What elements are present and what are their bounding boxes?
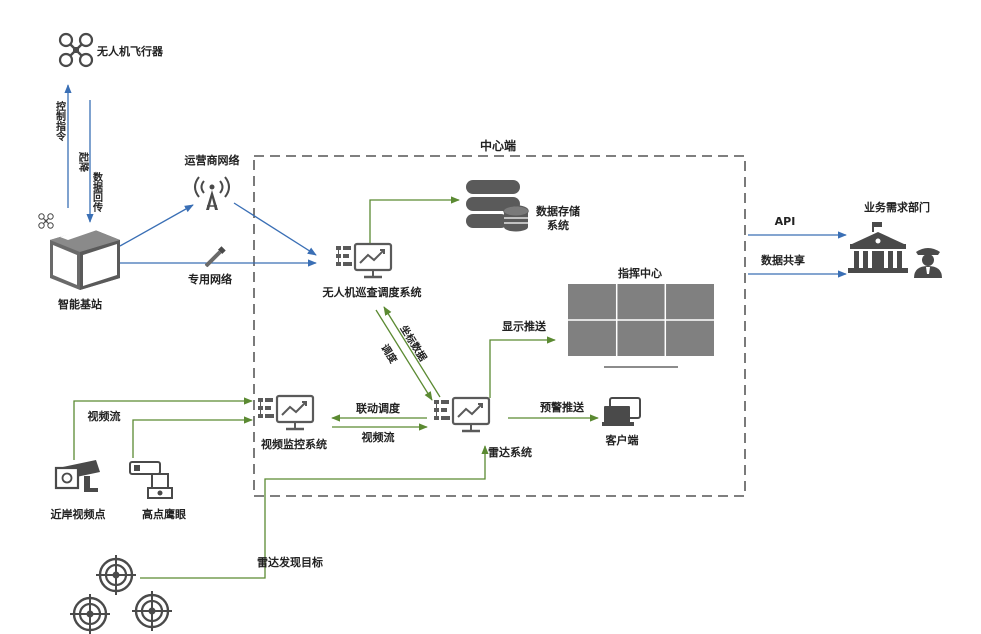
radar-system-label: 雷达系统: [488, 445, 532, 459]
drone-icon: [58, 32, 94, 68]
dispatch-to-storage-arrow: [369, 196, 460, 244]
system-monitor-icon: [256, 394, 315, 431]
video-stream-left-label: 视频流: [88, 409, 121, 423]
takeoff-land-label: 起降: [77, 151, 90, 173]
laptop-icon: [602, 397, 641, 426]
radar-icon: [94, 553, 138, 597]
dispatch-arrow: [375, 309, 433, 401]
center-label: 中心端: [480, 138, 516, 153]
radar-icon: [68, 592, 112, 634]
camera-icon: [54, 460, 100, 492]
drone-label: 无人机飞行器: [96, 44, 164, 58]
command-center-label: 指挥中心: [618, 266, 662, 280]
control-cmd-label: 控制指令: [54, 100, 67, 142]
camera-to-video-arrow: [73, 397, 253, 460]
cable-icon: [204, 246, 226, 268]
business-dept-label: 业务需求部门: [864, 200, 930, 214]
display-push-arrow: [489, 336, 556, 398]
video-system-label: 视频监控系统: [261, 437, 327, 451]
operator-network-label: 运营商网络: [185, 153, 240, 167]
eagle-eye-label: 高点鹰眼: [142, 507, 186, 521]
radar-icon: [130, 589, 174, 633]
antenna-tower-icon: [194, 176, 230, 210]
storage-label-1: 数据存储: [536, 204, 580, 218]
database-icon: [466, 180, 529, 232]
drone-icon: [38, 213, 54, 229]
eagle-to-video-arrow: [132, 416, 253, 458]
center-frame: [253, 155, 746, 497]
coord-data-arrow: [383, 306, 441, 398]
data-return-label: 数据回传: [91, 171, 104, 213]
system-monitor-icon: [334, 242, 393, 279]
radar-target-label: 雷达发现目标: [257, 555, 323, 569]
shore-camera-label: 近岸视频点: [51, 507, 106, 521]
data-share-label: 数据共享: [761, 253, 805, 267]
box-icon: [50, 226, 120, 290]
system-monitor-icon: [432, 396, 491, 433]
video-stream-inner-label: 视频流: [362, 430, 395, 444]
coord-data-label: 坐标数据: [397, 323, 429, 364]
ptz-camera-icon: [129, 461, 173, 499]
officer-icon: [914, 248, 942, 278]
base-to-tower-arrow: [119, 204, 194, 247]
private-network-label: 专用网络: [188, 272, 232, 286]
video-wall-icon: [568, 284, 714, 368]
government-building-icon: [848, 222, 908, 273]
storage-label-2: 系统: [547, 218, 569, 232]
radar-target-arrow: [140, 445, 489, 579]
client-label: 客户端: [605, 433, 639, 447]
api-label: API: [775, 215, 796, 228]
base-station-label: 智能基站: [58, 297, 102, 311]
dispatch-system-label: 无人机巡查调度系统: [322, 285, 422, 299]
alert-push-label: 预警推送: [540, 400, 585, 414]
display-push-label: 显示推送: [502, 319, 547, 333]
tower-to-dispatch-arrow: [233, 202, 317, 256]
linkage-dispatch-label: 联动调度: [356, 401, 401, 415]
